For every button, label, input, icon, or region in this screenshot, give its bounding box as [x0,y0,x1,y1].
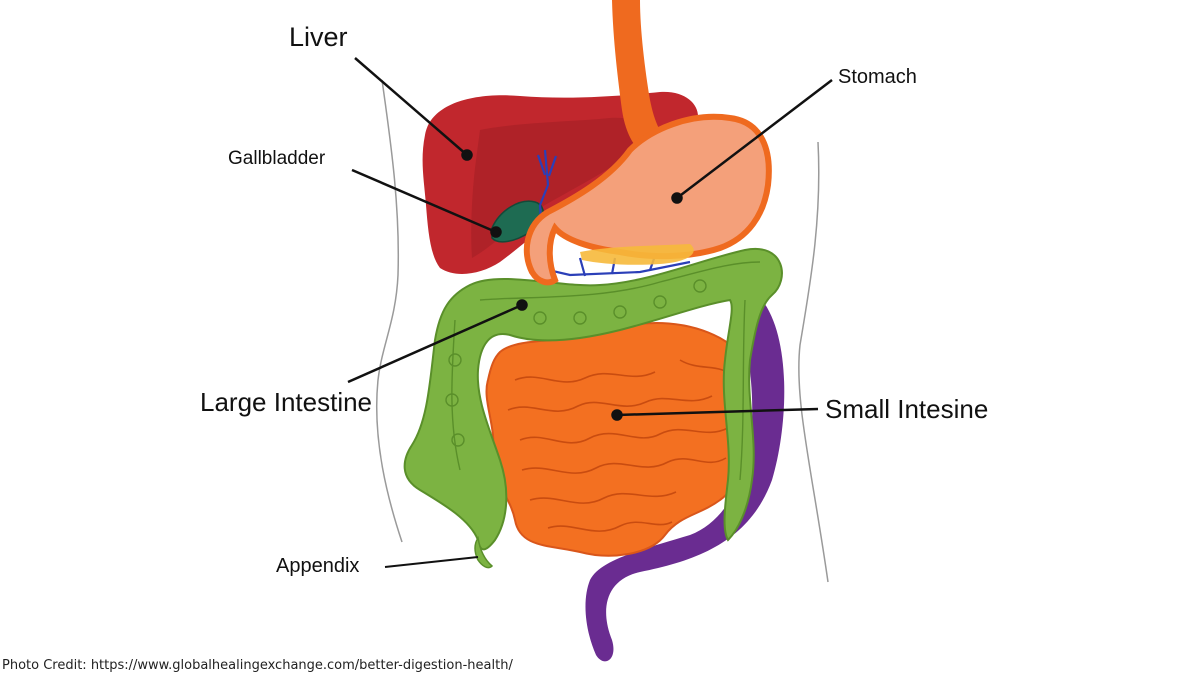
pancreas [580,244,694,265]
body-outline-right [798,141,829,583]
photo-credit: Photo Credit: https://www.globalhealinge… [2,658,513,673]
appendix-pointer [384,556,479,568]
stomach-pointer [676,79,833,199]
small-intestine [485,322,750,557]
gallbladder-pointer [351,168,497,234]
stomach-label: Stomach [838,66,917,88]
small-intestine-folds [507,359,736,532]
esophagus [612,0,670,160]
appendix-label: Appendix [276,555,360,577]
large-intestine-label: Large Intestine [200,387,373,417]
liver-label: Liver [289,22,348,52]
small-intestine-pointer [616,407,819,417]
liver-pointer [354,57,468,156]
rectum [585,290,785,662]
appendix [474,536,494,569]
large-intestine [403,247,783,551]
gallbladder-label: Gallbladder [228,148,326,169]
body-outline-left [375,79,403,543]
pointer-lines [347,57,833,568]
small-intestine-label: Small Intesine [825,394,989,424]
large-intestine-haustra [445,261,761,481]
large-intestine-pointer [347,303,523,384]
